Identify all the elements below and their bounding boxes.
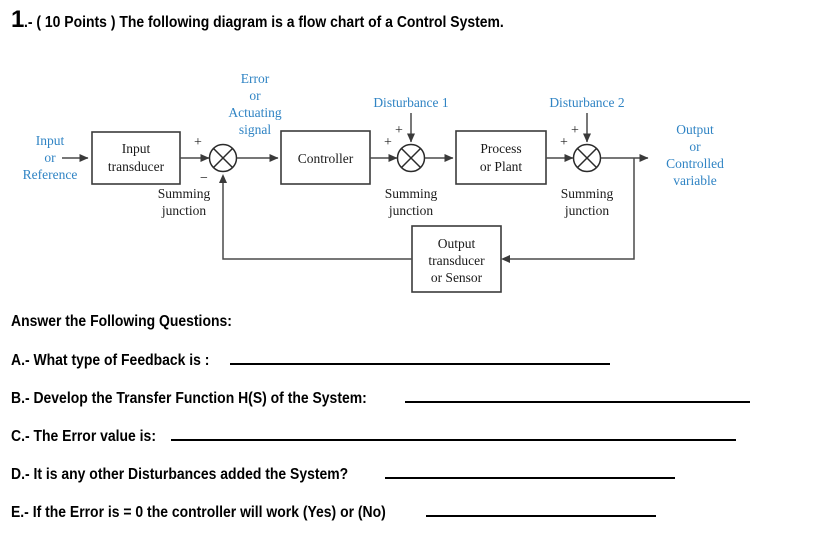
question-e-label: E.- If the Error is = 0 the controller w…: [11, 504, 386, 521]
summing-junction-1: + − Summing junction: [158, 135, 238, 218]
control-system-diagram: Input or Reference Error or Actuating si…: [0, 58, 818, 308]
question-a-answer-blank[interactable]: [230, 350, 611, 365]
error-label-line2: or: [249, 88, 261, 103]
questions-intro-row: Answer the Following Questions:: [11, 312, 811, 350]
sum3-sign-left: +: [560, 135, 568, 150]
feedback-into-sensor-arrowhead: [501, 255, 510, 263]
question-row-a: A.- What type of Feedback is :: [11, 350, 811, 388]
sum2-sign-left: +: [384, 135, 392, 150]
block-input-transducer: Input transducer: [91, 131, 181, 185]
process-plant-line2: or Plant: [480, 159, 523, 174]
sum3-caption-line1: Summing: [561, 186, 614, 201]
process-plant-line1: Process: [480, 141, 521, 156]
output-label-line2: or: [689, 139, 701, 154]
sum3-caption-line2: junction: [564, 203, 609, 218]
questions-intro: Answer the Following Questions:: [11, 313, 232, 330]
sum1-sign-bottom: −: [200, 171, 208, 186]
input-label-line3: Reference: [23, 167, 78, 182]
error-actuating-signal-label: Error or Actuating signal: [228, 71, 281, 137]
error-label-line4: signal: [239, 122, 271, 137]
feedback-return-path: [222, 177, 412, 260]
sum1-caption-line2: junction: [161, 203, 206, 218]
question-number: 1: [11, 6, 24, 33]
error-label-line3: Actuating: [228, 105, 281, 120]
question-heading-text: .- ( 10 Points ) The following diagram i…: [23, 14, 504, 31]
sum1-sign-left: +: [194, 135, 202, 150]
output-controlled-variable-label: Output or Controlled variable: [666, 122, 724, 188]
sum1-caption-line1: Summing: [158, 186, 211, 201]
page-title: 1.- ( 10 Points ) The following diagram …: [11, 8, 557, 32]
summing-junction-2: + + Summing junction: [384, 123, 437, 218]
question-row-e: E.- If the Error is = 0 the controller w…: [11, 502, 811, 540]
question-d-answer-blank[interactable]: [384, 464, 675, 479]
sum2-caption-line2: junction: [388, 203, 433, 218]
questions-section: Answer the Following Questions: A.- What…: [11, 312, 811, 540]
question-b-answer-blank[interactable]: [405, 388, 751, 403]
output-label-line1: Output: [676, 122, 714, 137]
error-label-line1: Error: [241, 71, 270, 86]
sum3-sign-top: +: [571, 123, 579, 138]
input-reference-label: Input or Reference: [23, 133, 78, 182]
summing-junction-3: + + Summing junction: [560, 123, 613, 218]
question-row-c: C.- The Error value is:: [11, 426, 811, 464]
question-e-answer-blank[interactable]: [426, 502, 657, 517]
controller-line1: Controller: [298, 151, 354, 166]
input-label-line1: Input: [36, 133, 65, 148]
sum2-sign-top: +: [395, 123, 403, 138]
feedback-takeoff-path: [504, 158, 635, 260]
output-transducer-line1: Output: [438, 236, 476, 251]
question-row-d: D.- It is any other Disturbances added t…: [11, 464, 811, 502]
question-a-label: A.- What type of Feedback is :: [11, 352, 210, 369]
disturbance-1-label: Disturbance 1: [373, 95, 448, 110]
sum2-caption-line1: Summing: [385, 186, 438, 201]
question-b-label: B.- Develop the Transfer Function H(S) o…: [11, 390, 367, 407]
input-label-line2: or: [44, 150, 56, 165]
question-c-answer-blank[interactable]: [171, 426, 737, 441]
input-transducer-line1: Input: [122, 141, 151, 156]
output-label-line3: Controlled: [666, 156, 724, 171]
question-d-label: D.- It is any other Disturbances added t…: [11, 466, 349, 483]
output-transducer-line3: or Sensor: [431, 270, 483, 285]
block-output-transducer: Output transducer or Sensor: [411, 225, 502, 293]
feedback-into-sum1-arrowhead: [219, 174, 227, 183]
block-controller: Controller: [280, 130, 371, 185]
input-transducer-line2: transducer: [108, 159, 165, 174]
question-c-label: C.- The Error value is:: [11, 428, 156, 445]
question-row-b: B.- Develop the Transfer Function H(S) o…: [11, 388, 811, 426]
output-label-line4: variable: [673, 173, 716, 188]
output-transducer-line2: transducer: [428, 253, 485, 268]
disturbance-2-label: Disturbance 2: [549, 95, 624, 110]
block-process-or-plant: Process or Plant: [455, 130, 547, 185]
